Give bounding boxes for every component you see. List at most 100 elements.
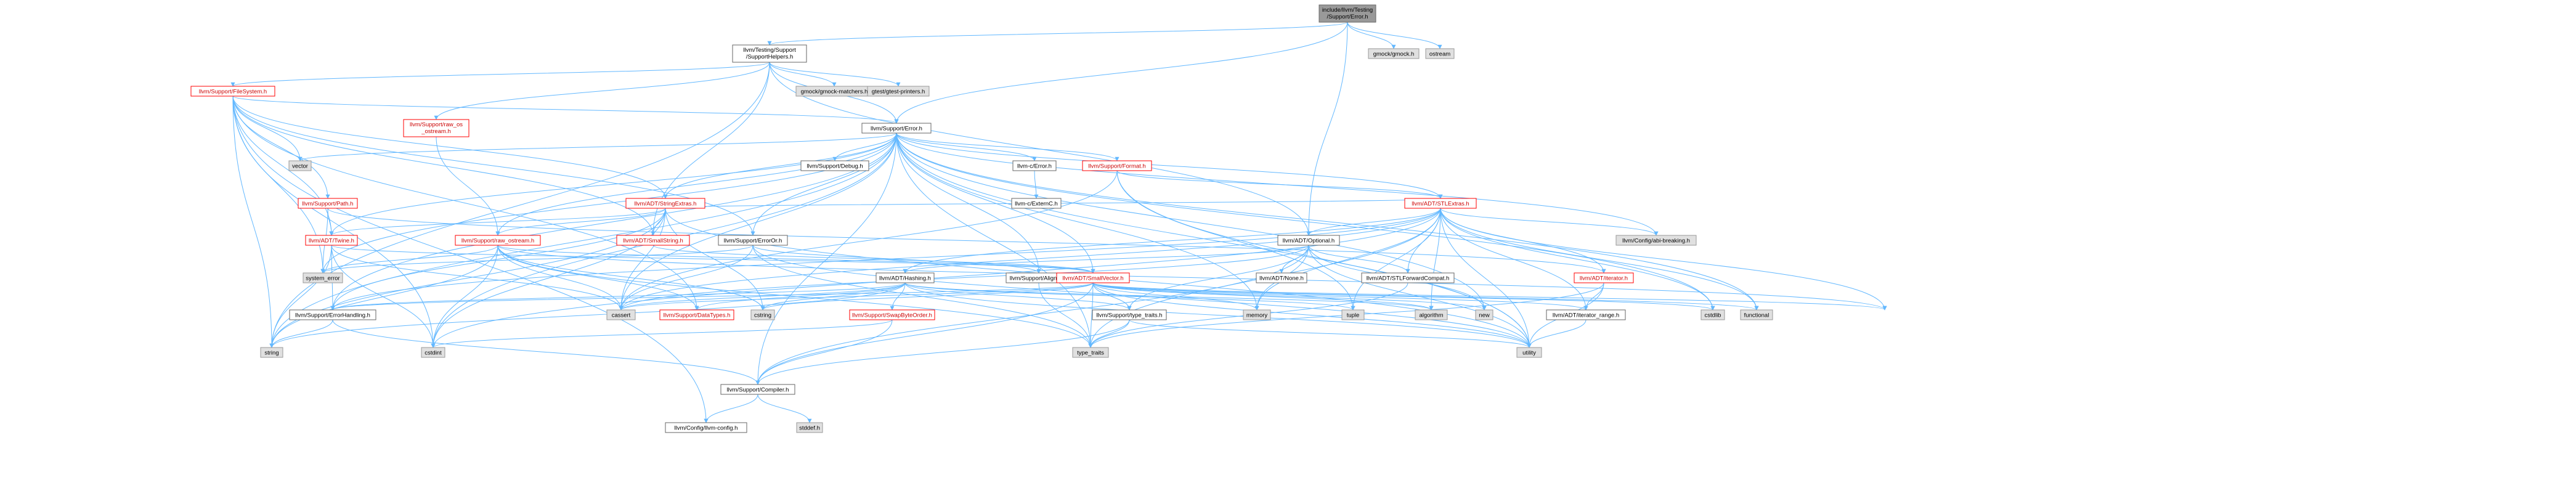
node-smallstring[interactable]: llvm/ADT/SmallString.h (616, 235, 690, 246)
node-box (1615, 235, 1697, 246)
node-label: functional (1744, 312, 1769, 319)
node-rawostream[interactable]: llvm/Support/raw_ostream.h (455, 235, 541, 246)
dependency-edge (1092, 282, 1532, 348)
dependency-edge (832, 132, 897, 161)
node-label: /Support/Error.h (1327, 14, 1368, 20)
node-box (1415, 309, 1448, 320)
node-rawos[interactable]: llvm/Support/raw_os_ostream.h (403, 119, 469, 137)
node-label: utility (1522, 350, 1536, 357)
node-label: ostream (1429, 51, 1450, 58)
node-compiler[interactable]: llvm/Support/Compiler.h (720, 384, 795, 395)
node-box (1700, 309, 1725, 320)
dependency-edge (663, 132, 897, 199)
node-hashing[interactable]: llvm/ADT/Hashing.h (876, 272, 935, 283)
node-none[interactable]: llvm/ADT/None.h (1256, 272, 1307, 283)
dependency-edge (329, 132, 897, 236)
node-label: cstdlib (1705, 312, 1721, 319)
node-label: llvm-c/Error.h (1017, 163, 1052, 170)
dependency-edge (1092, 282, 1588, 311)
dependency-edge (320, 132, 897, 274)
dependency-edge (331, 245, 436, 348)
node-smallvector[interactable]: llvm/ADT/SmallVector.h (1056, 272, 1130, 283)
dependency-edge (904, 282, 1132, 311)
node-supporterror[interactable]: llvm/Support/Error.h (861, 123, 932, 134)
dependency-edge (896, 132, 1759, 311)
dependency-edge (269, 245, 332, 348)
node-algorithm: algorithm (1415, 309, 1448, 320)
dependency-edge (434, 62, 770, 120)
node-label: llvm/Config/abi-breaking.h (1622, 238, 1690, 245)
dependency-edge (896, 132, 1443, 199)
dependency-edge (431, 319, 893, 348)
dependency-edge (232, 96, 755, 236)
node-debug[interactable]: llvm/Support/Debug.h (800, 160, 869, 171)
node-box (1341, 309, 1365, 320)
dependency-edge (230, 62, 770, 87)
dependency-edge (232, 96, 274, 348)
dependency-edge (896, 132, 1093, 348)
dependency-edge (497, 245, 1887, 311)
dependency-edge (232, 96, 668, 199)
node-erroror[interactable]: llvm/Support/ErrorOr.h (718, 235, 788, 246)
node-datatypes[interactable]: llvm/Support/DataTypes.h (659, 309, 734, 320)
dependency-edge (269, 282, 906, 348)
dependency-edge (1440, 208, 1759, 311)
node-box (1072, 347, 1109, 358)
node-typetraits: type_traits (1072, 347, 1109, 358)
node-label: memory (1246, 312, 1268, 319)
node-box (305, 235, 358, 246)
node-supporthelpers[interactable]: llvm/Testing/Support/SupportHelpers.h (732, 44, 807, 63)
dependency-edge (904, 282, 1434, 311)
node-stringextras[interactable]: llvm/ADT/StringExtras.h (625, 198, 705, 209)
node-label: llvm/Support/DataTypes.h (664, 312, 731, 319)
node-stddef: stddef.h (796, 422, 823, 433)
node-iteratorrange[interactable]: llvm/ADT/iterator_range.h (1546, 309, 1626, 320)
node-utility: utility (1516, 347, 1542, 358)
node-label: tuple (1347, 312, 1360, 319)
node-layer: include/llvm/Testing/Support/Error.h llvm… (190, 4, 1773, 433)
node-twine[interactable]: llvm/ADT/Twine.h (305, 235, 358, 246)
dependency-edge (890, 282, 906, 311)
node-box (1277, 235, 1340, 246)
node-label: llvm/Support/FileSystem.h (199, 89, 267, 96)
node-box (1546, 309, 1626, 320)
dependency-edge (755, 282, 1094, 385)
node-label: llvm/ADT/STLExtras.h (1412, 201, 1469, 208)
node-label: llvm/Support/Debug.h (807, 163, 863, 170)
node-label: cstring (754, 312, 771, 319)
node-stlextras[interactable]: llvm/ADT/STLExtras.h (1404, 198, 1477, 209)
node-optional[interactable]: llvm/ADT/Optional.h (1277, 235, 1340, 246)
node-typetraitsllvm[interactable]: llvm/Support/type_traits.h (1092, 309, 1167, 320)
node-stlforward[interactable]: llvm/ADT/STLForwardCompat.h (1361, 272, 1455, 283)
node-box (665, 422, 747, 433)
node-format[interactable]: llvm/Support/Format.h (1082, 160, 1152, 171)
dependency-edge (269, 208, 666, 348)
node-cerror[interactable]: llvm-c/Error.h (1012, 160, 1057, 171)
dependency-edge (320, 245, 754, 274)
dependency-edge (769, 62, 837, 87)
node-gmock: gmock/gmock.h (1368, 48, 1420, 59)
node-box (298, 198, 358, 209)
node-swapbyteorder[interactable]: llvm/Support/SwapByteOrder.h (849, 309, 935, 320)
node-errorhandling[interactable]: llvm/Support/ErrorHandling.h (289, 309, 376, 320)
node-llvmconfig[interactable]: llvm/Config/llvm-config.h (665, 422, 747, 433)
node-path[interactable]: llvm/Support/Path.h (298, 198, 358, 209)
dependency-edge (694, 282, 906, 311)
node-filesystem[interactable]: llvm/Support/FileSystem.h (190, 86, 275, 97)
dependency-edge (1116, 170, 1443, 199)
node-box (718, 235, 788, 246)
node-root[interactable]: include/llvm/Testing/Support/Error.h (1318, 4, 1376, 23)
node-box (1012, 160, 1057, 171)
dependency-edge (760, 282, 906, 311)
dependency-edge (320, 245, 498, 274)
node-iterator[interactable]: llvm/ADT/iterator.h (1574, 272, 1634, 283)
dependency-edge (755, 319, 1130, 385)
dependency-edge (619, 282, 1094, 311)
node-label: llvm/Support/ErrorOr.h (724, 238, 782, 245)
node-box (625, 198, 705, 209)
node-externc[interactable]: llvm-c/ExternC.h (1011, 198, 1062, 209)
dependency-edge (232, 96, 436, 348)
dependency-edge (752, 245, 1532, 348)
dependency-edge (769, 62, 901, 87)
